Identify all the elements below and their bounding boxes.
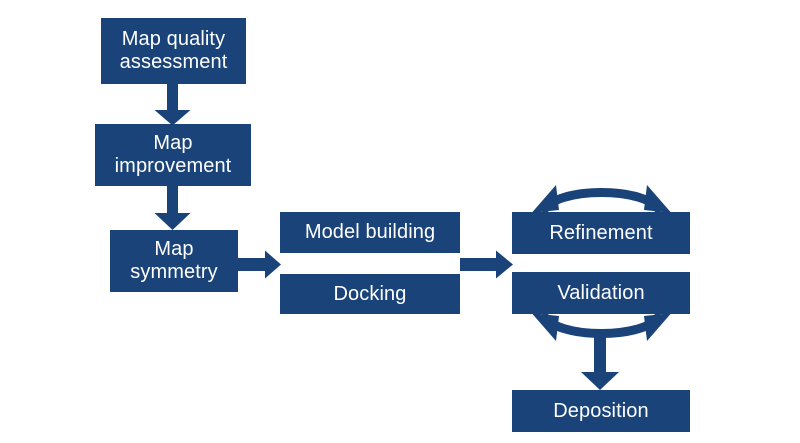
node-deposition[interactable]: Deposition — [512, 390, 690, 432]
node-label: Map quality assessment — [119, 28, 228, 73]
connector-map-symmetry-to-model-building — [238, 250, 281, 279]
node-label: Refinement — [549, 221, 653, 244]
connector-map-improvement-to-map-symmetry — [154, 186, 191, 230]
node-label: Map symmetry — [130, 238, 218, 283]
cycle-arc-top — [529, 185, 674, 216]
node-label: Deposition — [553, 399, 649, 422]
node-model-building[interactable]: Model building — [280, 212, 460, 253]
node-label: Model building — [304, 221, 436, 243]
node-label: Docking — [333, 282, 407, 305]
node-map-symmetry[interactable]: Map symmetry — [110, 230, 238, 292]
node-map-quality-assessment[interactable]: Map quality assessment — [101, 18, 246, 84]
node-refinement[interactable]: Refinement — [512, 212, 690, 254]
connector-docking-to-refinement — [460, 250, 513, 279]
node-docking[interactable]: Docking — [280, 274, 460, 314]
connector-validation-to-deposition — [581, 332, 619, 390]
node-validation[interactable]: Validation — [512, 272, 690, 314]
node-label: Map improvement — [114, 132, 232, 177]
node-map-improvement[interactable]: Map improvement — [95, 124, 251, 186]
node-label: Validation — [557, 281, 645, 304]
connector-map-quality-to-map-improvement — [154, 83, 191, 126]
